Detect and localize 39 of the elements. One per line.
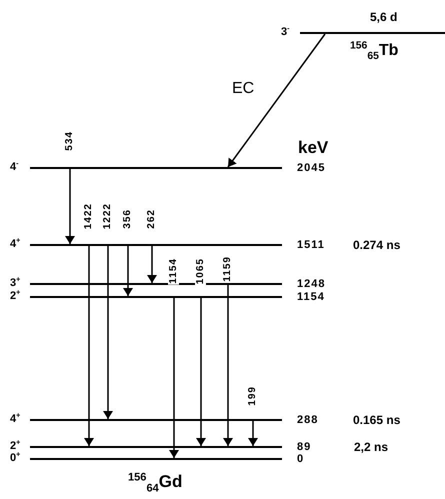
arrow <box>248 421 258 446</box>
spin-parity: 2$^{+}$ <box>10 289 20 303</box>
edge-label: 1065 <box>195 257 206 286</box>
arrow <box>223 285 233 446</box>
edge-label: 199 <box>247 385 258 407</box>
energy-value: 1154 <box>297 290 325 304</box>
edge-label: 262 <box>146 208 157 230</box>
edge-label: 1222 <box>102 202 113 230</box>
spin-parity: 3$^{+}$ <box>10 276 20 290</box>
unit-label: keV <box>298 138 328 158</box>
energy-value: 89 <box>297 440 312 454</box>
arrow <box>103 246 113 419</box>
spin-parity: 4$^{+}$ <box>10 237 20 251</box>
energy-value: 0 <box>297 452 304 466</box>
edge-label: 1154 <box>168 257 179 285</box>
spin-parity: 0$^{+}$ <box>10 451 20 465</box>
energy-value: 1248 <box>297 277 326 291</box>
half-life: 0.274 ns <box>353 238 400 252</box>
edge-label: 1422 <box>83 202 94 230</box>
arrow <box>227 34 326 168</box>
energy-value: 2045 <box>297 161 326 175</box>
arrow <box>65 169 75 244</box>
arrow <box>169 298 179 458</box>
edge-label: 1159 <box>222 255 233 283</box>
spin-parity: 3$^{-}$ <box>281 25 290 39</box>
half-life: 2,2 ns <box>354 440 388 454</box>
arrow <box>84 246 94 446</box>
arrow <box>196 298 206 446</box>
energy-value: 1511 <box>297 238 325 252</box>
spin-parity: 2$^{+}$ <box>10 439 20 452</box>
arrow <box>147 246 157 283</box>
spin-parity: 4$^{+}$ <box>10 412 20 426</box>
edge-label: 356 <box>122 208 133 230</box>
energy-value: 288 <box>297 413 318 427</box>
edge-label: 534 <box>64 130 75 152</box>
arrow <box>123 246 133 296</box>
spin-parity: 4$^{-}$ <box>10 160 19 174</box>
half-life: 5,6 d <box>370 10 398 24</box>
half-life: 0.165 ns <box>353 413 400 427</box>
